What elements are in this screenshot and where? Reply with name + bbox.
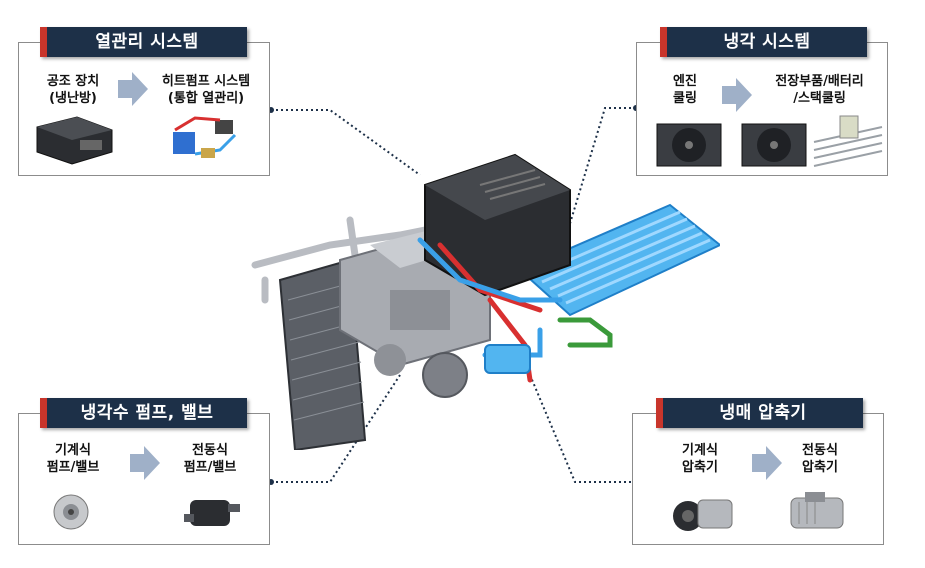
engine-cooling-label: 엔진 쿨링 — [650, 73, 720, 107]
electric-pump-label: 전동식 펌프/밸브 — [160, 442, 260, 476]
mechanical-pump-label-line1: 기계식 — [55, 443, 91, 458]
arrow-right-icon — [752, 446, 782, 480]
heatpump-label: 히트펌프 시스템 (통합 열관리) — [146, 73, 266, 107]
battery-cooling-plate-icon — [813, 115, 883, 167]
heatpump-system-icon — [173, 116, 237, 158]
heatpump-label-line2: (통합 열관리) — [167, 91, 245, 106]
battery-cooling-label-line2: /스택쿨링 — [793, 91, 846, 106]
electric-pump-label-line1: 전동식 — [192, 443, 228, 458]
electric-compressor-label-line2: 압축기 — [802, 460, 838, 475]
arrow-right-icon — [130, 446, 160, 480]
electric-compressor-label-line1: 전동식 — [802, 443, 838, 458]
hvac-box-icon — [36, 116, 113, 165]
compressor-icon — [484, 344, 531, 374]
mechanical-compressor-icon — [673, 499, 733, 531]
thermal-module-illustration — [251, 153, 720, 450]
hvac-label-line2: (냉난방) — [49, 91, 97, 106]
cooling-system-title: 냉각 시스템 — [660, 27, 867, 57]
arrow-right-icon — [118, 72, 148, 106]
mechanical-pump-icon — [53, 494, 89, 530]
heatpump-label-line1: 히트펌프 시스템 — [161, 74, 251, 89]
hvac-label: 공조 장치 (냉난방) — [28, 73, 118, 107]
battery-cooling-label: 전장부품/배터리 /스택쿨링 — [757, 73, 882, 107]
connector-cooling — [564, 107, 636, 241]
compressor-title: 냉매 압축기 — [656, 398, 863, 428]
battery-cooling-label-line1: 전장부품/배터리 — [775, 74, 864, 89]
battery-cooling-plate-icon — [518, 203, 720, 317]
mechanical-pump-label-line2: 펌프/밸브 — [46, 460, 100, 475]
mechanical-compressor-label-line1: 기계식 — [682, 443, 718, 458]
electric-pump-icon — [184, 500, 240, 526]
hvac-unit-icon — [424, 153, 571, 297]
radiator-fan-icon — [741, 123, 807, 167]
arrow-right-icon — [722, 78, 752, 112]
mechanical-compressor-label: 기계식 압축기 — [665, 442, 735, 476]
hvac-label-line1: 공조 장치 — [46, 74, 100, 89]
connector-compressor — [529, 374, 636, 483]
engine-radiator-fan-icon — [656, 123, 722, 167]
thermal-management-title: 열관리 시스템 — [40, 27, 247, 57]
electric-pump-label-line2: 펌프/밸브 — [183, 460, 237, 475]
electric-compressor-icon — [790, 492, 844, 529]
mechanical-pump-label: 기계식 펌프/밸브 — [28, 442, 118, 476]
electric-compressor-label: 전동식 압축기 — [785, 442, 855, 476]
engine-cooling-label-line1: 엔진 — [673, 74, 697, 89]
coolant-pump-title: 냉각수 펌프, 밸브 — [40, 398, 247, 428]
engine-cooling-label-line2: 쿨링 — [673, 91, 697, 106]
mechanical-compressor-label-line2: 압축기 — [682, 460, 718, 475]
